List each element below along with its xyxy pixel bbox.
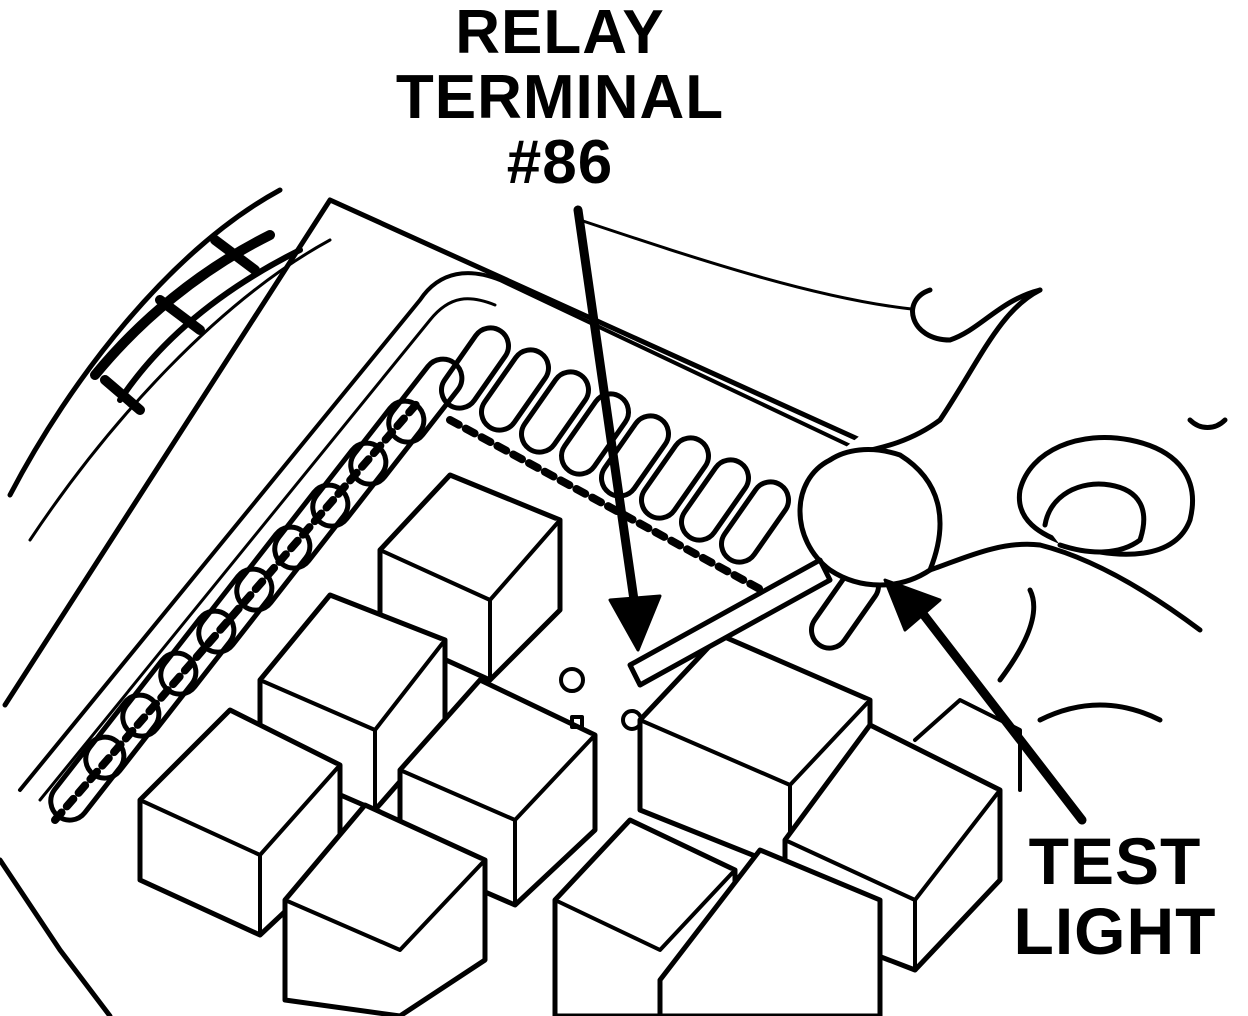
thumb (797, 447, 943, 588)
relay-terminal-label-line: TERMINAL (395, 63, 725, 132)
relay-terminal-label-line: RELAY (455, 0, 665, 67)
test-light-arrow (915, 605, 1087, 825)
test-light-label: TEST LIGHT (1000, 828, 1230, 968)
relay-center-housing (0, 197, 922, 1016)
relay-terminal-arrow (573, 205, 639, 605)
test-light-label-line: LIGHT (1013, 894, 1217, 968)
hand-with-test-light (627, 287, 1228, 723)
relay-terminal-label-line: #86 (506, 128, 614, 197)
relay-terminal-label: RELAY TERMINAL #86 (380, 2, 740, 197)
test-light-label-line: TEST (1028, 824, 1202, 898)
relay-sockets (559, 667, 643, 731)
wiring-harness (7, 187, 332, 542)
fuse-row-top (439, 325, 881, 651)
relay-blocks (137, 472, 1022, 1016)
test-light-probe (627, 557, 833, 688)
relay-block (657, 847, 883, 1016)
callout-arrows (573, 205, 1087, 825)
